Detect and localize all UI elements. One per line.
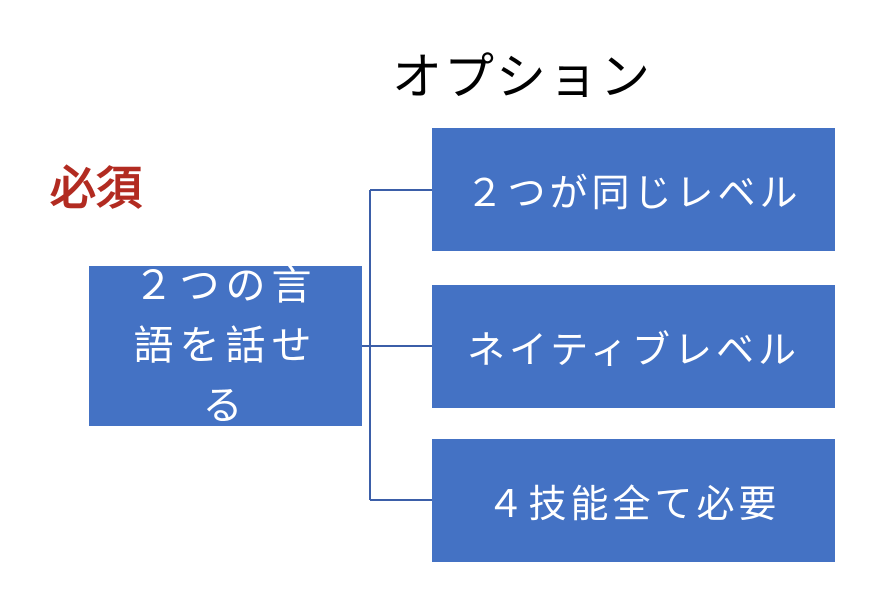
option-box-label: ２つが同じレベル	[465, 171, 802, 215]
source-box-label: ２つの言語を話せる	[133, 263, 318, 429]
connector-trunk	[362, 190, 371, 500]
option-box-native-level: ネイティブレベル	[432, 285, 835, 408]
options-heading: オプション	[392, 48, 652, 106]
option-box-label: ４技能全て必要	[486, 482, 781, 526]
option-box-label: ネイティブレベル	[467, 328, 800, 372]
source-box: ２つの言語を話せる	[89, 263, 362, 429]
option-box-four-skills: ４技能全て必要	[432, 439, 835, 562]
option-box-same-level: ２つが同じレベル	[432, 128, 835, 251]
required-heading: 必須	[50, 161, 142, 215]
